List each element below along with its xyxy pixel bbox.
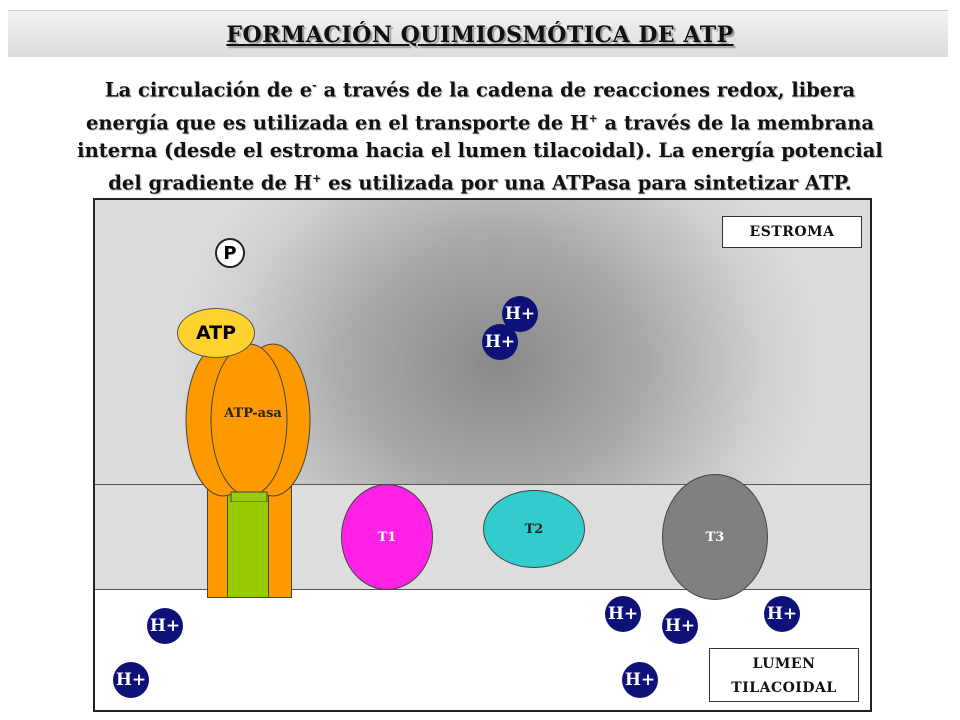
phosphate-icon: P	[215, 238, 245, 268]
intro-line-4: del gradiente de H+ es utilizada por una…	[108, 171, 852, 195]
intro-line-1: La circulación de e- a través de la cade…	[104, 78, 856, 102]
title-bar	[8, 10, 948, 57]
stroma-label: ESTROMA	[722, 216, 862, 248]
transporter-t1: T1	[341, 484, 433, 590]
atpase-head	[185, 343, 311, 502]
lumen-label: LUMEN TILACOIDAL	[709, 648, 859, 702]
page-title: FORMACIÓN QUIMIOSMÓTICA DE ATP	[226, 22, 734, 48]
intro-paragraph: La circulación de e- a través de la cade…	[20, 72, 940, 198]
proton-lumen: H+	[605, 596, 641, 632]
intro-line-3: interna (desde el estroma hacia el lumen…	[77, 139, 883, 162]
transporter-t2: T2	[483, 490, 585, 568]
proton-lumen: H+	[662, 608, 698, 644]
atpase-label: ATP-asa	[224, 406, 282, 421]
proton-lumen: H+	[622, 662, 658, 698]
intro-line-2: energía que es utilizada en el transport…	[85, 111, 875, 134]
proton-lumen: H+	[113, 662, 149, 698]
diagram-panel: ESTROMA LUMEN TILACOIDAL P ATP ATP-asa T…	[93, 198, 872, 712]
transporter-t3: T3	[662, 474, 768, 600]
proton-lumen: H+	[147, 608, 183, 644]
atp-molecule: ATP	[177, 308, 255, 358]
proton-lumen: H+	[764, 596, 800, 632]
proton-stroma: H+	[482, 324, 518, 360]
